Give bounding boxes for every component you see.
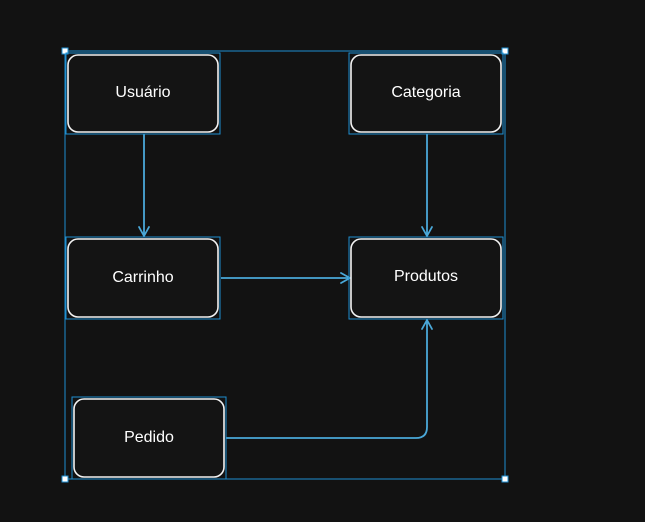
edge-pedido-produtos[interactable] [226,319,433,439]
node-pedido-label: Pedido [124,429,174,446]
node-categoria[interactable]: Categoria [348,52,504,135]
node-pedido-box [73,398,225,478]
selection-outline [64,50,506,480]
node-produtos[interactable]: Produtos [348,236,504,320]
node-carrinho-label: Carrinho [112,269,173,286]
node-usuario[interactable]: Usuário [65,52,221,135]
node-pedido-selection [71,396,227,480]
node-produtos-selection [348,236,504,320]
node-usuario-label: Usuário [115,84,170,101]
selection-handle-bottom-right[interactable] [501,475,509,483]
node-categoria-box [350,54,502,133]
node-usuario-box [67,54,219,133]
node-produtos-label: Produtos [394,268,458,285]
selection-handle-bottom-left[interactable] [61,475,69,483]
node-carrinho[interactable]: Carrinho [65,236,221,320]
node-categoria-selection [348,52,504,135]
node-usuario-selection [65,52,221,135]
selection-handle-top-left[interactable] [61,47,69,55]
node-pedido[interactable]: Pedido [71,396,227,480]
selection-handle-top-right[interactable] [501,47,509,55]
connectors [138,134,433,439]
node-produtos-box [350,238,502,318]
node-categoria-label: Categoria [391,84,460,101]
selection-box[interactable] [61,47,509,483]
node-carrinho-selection [65,236,221,320]
node-carrinho-box [67,238,219,318]
